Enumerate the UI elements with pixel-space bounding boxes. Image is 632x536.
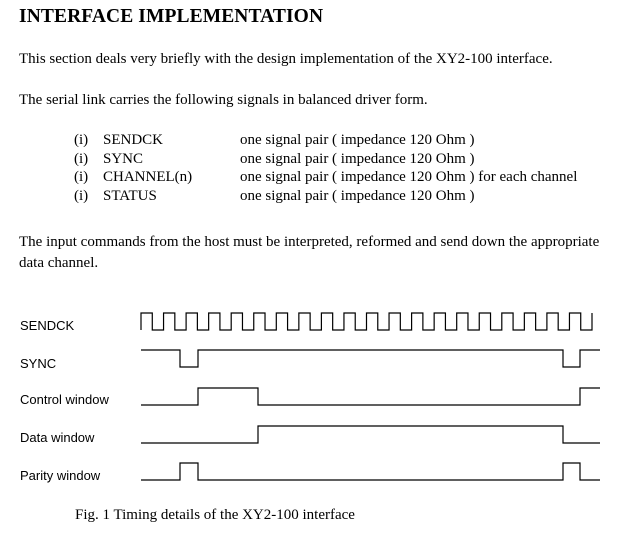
signal-number: (i) <box>74 169 89 185</box>
signal-name: CHANNEL(n) <box>103 169 193 185</box>
signal-name: SENDCK <box>103 132 164 148</box>
signal-description: one signal pair ( impedance 120 Ohm ) <box>240 187 475 204</box>
parity-window-waveform <box>141 462 600 481</box>
timing-diagram: SENDCK SYNC Control window Data window P… <box>20 312 600 483</box>
page-title: INTERFACE IMPLEMENTATION <box>19 6 324 27</box>
signals-intro-paragraph: The serial link carries the following si… <box>19 92 428 108</box>
signal-description: one signal pair ( impedance 120 Ohm ) <box>240 132 475 148</box>
data-window-waveform <box>141 425 600 444</box>
sync-waveform <box>141 349 600 368</box>
signal-description: one signal pair ( impedance 120 Ohm ) <box>240 150 475 167</box>
signal-number: (i) <box>74 132 89 148</box>
intro-paragraph: This section deals very briefly with the… <box>19 51 553 67</box>
figure-caption: Fig. 1 Timing details of the XY2-100 int… <box>75 507 355 523</box>
sendck-waveform <box>140 312 593 331</box>
signal-description: one signal pair ( impedance 120 Ohm ) fo… <box>240 169 578 185</box>
signal-name: SYNC <box>103 150 144 167</box>
timing-label-parity-window: Parity window <box>20 468 101 483</box>
timing-label-data-window: Data window <box>20 430 95 445</box>
signal-number: (i) <box>74 187 89 204</box>
control-window-waveform <box>141 387 600 406</box>
timing-label-sendck: SENDCK <box>20 318 75 333</box>
signal-name: STATUS <box>103 187 157 204</box>
timing-label-control-window: Control window <box>20 392 109 407</box>
signal-number: (i) <box>74 150 89 167</box>
timing-label-sync: SYNC <box>20 356 56 371</box>
commands-paragraph: The input commands from the host must be… <box>19 234 600 271</box>
